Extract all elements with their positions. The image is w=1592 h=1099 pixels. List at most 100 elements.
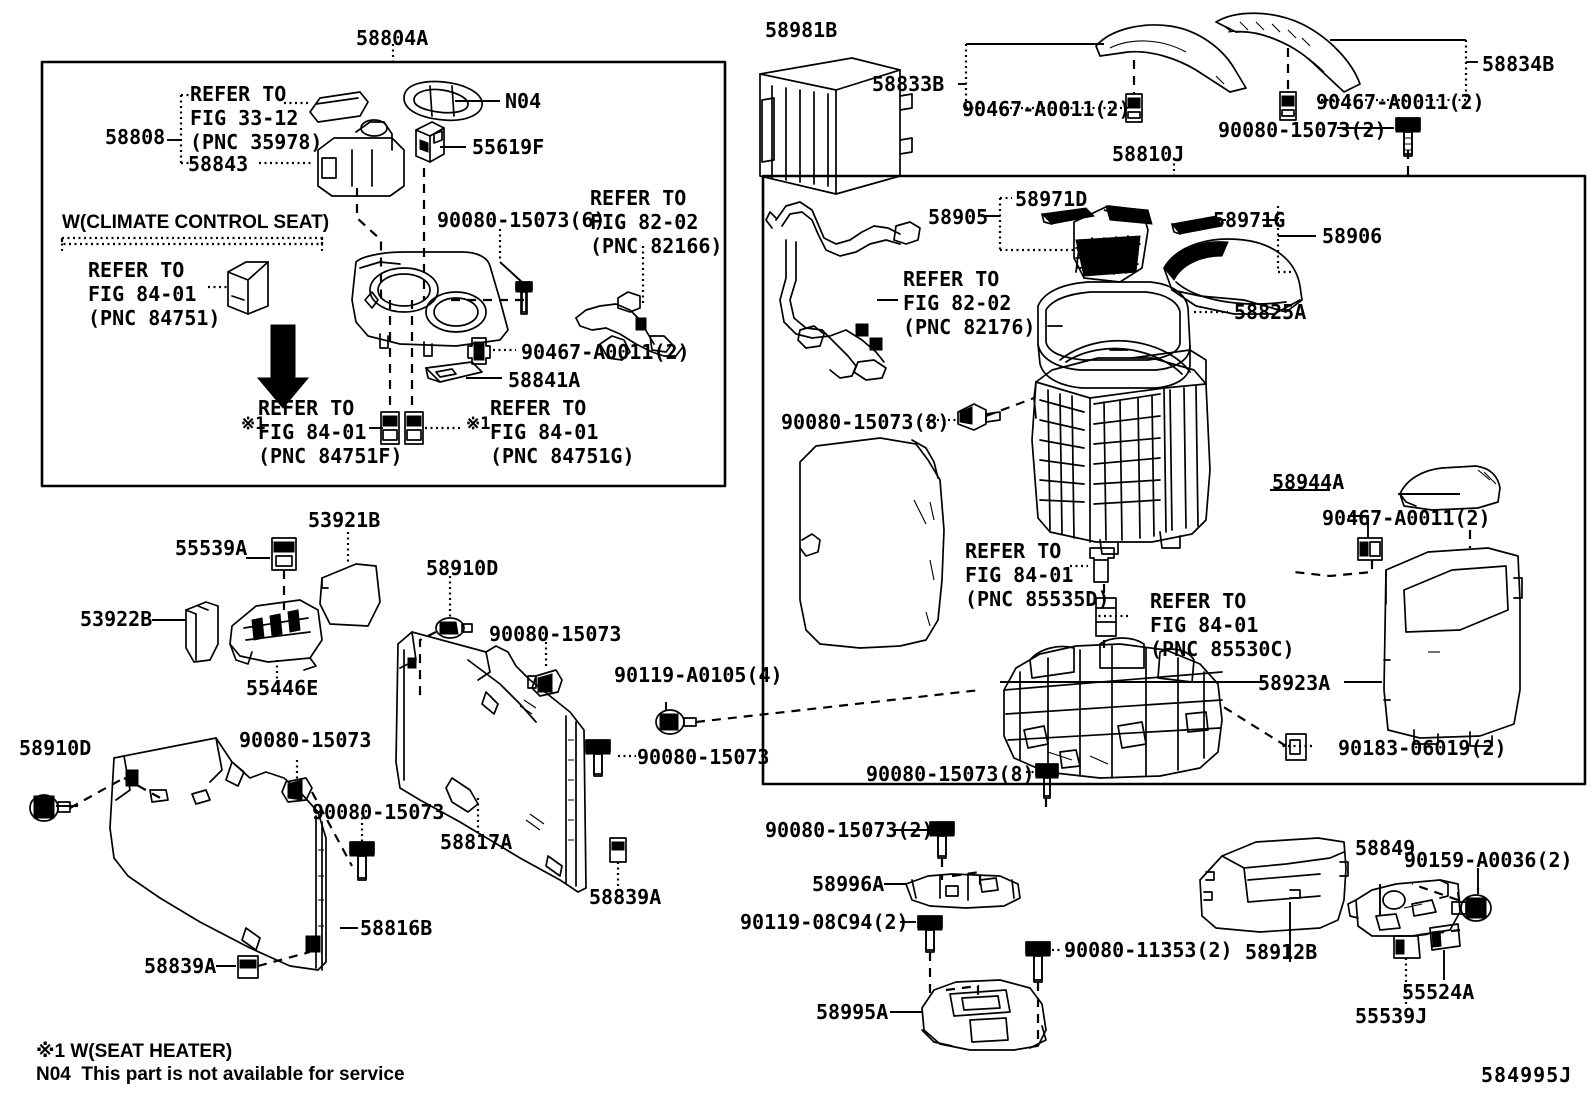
part-shape-58839a-clip-right — [609, 837, 627, 863]
leader-lines-brackets — [884, 829, 1062, 1046]
part-shape-58995a-bracket — [921, 979, 1047, 1051]
label-bolt-90080-15073-left-d: 90080-15073 — [312, 800, 445, 824]
part-shape-90159-a0036-bolt — [1451, 894, 1492, 922]
part-shape-55446e-bracket — [229, 599, 323, 671]
mark-seat-heater-1b: ※1 — [466, 414, 491, 434]
part-shape-bolt-90119-a0105 — [655, 709, 697, 735]
part-shape-clip-90467-a0011-upper — [467, 337, 491, 365]
label-58825a: 58825A — [1234, 300, 1307, 324]
label-58816b: 58816B — [360, 916, 433, 940]
part-shape-58910d-grommet-left — [29, 794, 71, 822]
label-58971d: 58971D — [1015, 187, 1088, 211]
part-shape-55539j-clip — [1393, 935, 1421, 959]
part-shape-53921b-trim — [319, 563, 381, 627]
label-bolt-90080-15073-2-bracket: 90080-15073(2) — [765, 818, 934, 842]
label-55539j: 55539J — [1355, 1004, 1428, 1028]
label-n04: N04 — [505, 89, 542, 113]
part-shape-bolt-90080-8-lower — [1035, 763, 1059, 799]
part-shape-58996a-bracket — [905, 873, 1021, 909]
label-58944a: 58944A — [1272, 470, 1345, 494]
part-shape-58833b-trim — [1095, 24, 1247, 93]
part-shape-bolt-90080-left-c — [281, 777, 313, 803]
part-shape-clip-90467-58923 — [1357, 537, 1383, 561]
part-shape-84751-module — [227, 261, 269, 315]
label-refer-fig-84-01-84751f: REFER TO FIG 84-01 (PNC 84751F) — [258, 396, 403, 468]
part-shape-bolt-90080-left-d — [349, 841, 375, 881]
label-bolt-90119-08c94: 90119-08C94(2) — [740, 910, 909, 934]
part-shape-58834b-trim — [1215, 12, 1361, 93]
label-58834b: 58834B — [1482, 52, 1555, 76]
part-shape-bolt-90080-15073-6 — [515, 281, 533, 315]
part-shape-55524a-clip — [1429, 923, 1461, 951]
label-55446e: 55446E — [246, 676, 319, 700]
label-58839a-right: 58839A — [589, 885, 662, 909]
label-refer-fig-84-01-85530c: REFER TO FIG 84-01 (PNC 85530C) — [1150, 589, 1295, 661]
label-refer-fig-84-01-84751: REFER TO FIG 84-01 (PNC 84751) — [88, 258, 221, 330]
part-shape-58944a — [1399, 465, 1501, 511]
label-58910d-mid: 58910D — [426, 556, 499, 580]
part-shape-58910d-grommet-mid — [435, 617, 473, 639]
part-shape-53922b-trim — [185, 601, 219, 663]
label-58833b: 58833B — [872, 72, 945, 96]
label-refer-fig-84-01-85535d: REFER TO FIG 84-01 (PNC 85535D) — [965, 539, 1110, 611]
label-53922b: 53922B — [80, 607, 153, 631]
label-bolt-90080-15073-mid-b: 90080-15073 — [637, 745, 770, 769]
part-shape-58825a-tray — [1037, 281, 1191, 389]
part-shape-58849-bracket — [1347, 879, 1461, 937]
label-58804a: 58804A — [356, 26, 429, 50]
label-clip-90467-a0011-right: 90467-A0011(2) — [1316, 90, 1485, 114]
label-58996a: 58996A — [812, 872, 885, 896]
part-shape-bolt-90080-topright — [1395, 117, 1421, 157]
part-shape-bolt-90080-8-upper — [957, 403, 1001, 431]
label-bolt-90080-15073-mid-a: 90080-15073 — [489, 622, 622, 646]
part-shape-bolt-08c94-2 — [917, 915, 943, 953]
part-shape-55619f-switch — [415, 121, 445, 163]
label-bolt-90080-15073-2-top: 90080-15073(2) — [1218, 118, 1387, 142]
part-shape-bolt-90080-mid-b — [585, 739, 611, 777]
label-clip-90467-a0011-upper: 90467-A0011(2) — [521, 340, 690, 364]
part-shape-left-side-panel — [799, 437, 945, 649]
part-shape-58905-grille — [1073, 205, 1153, 283]
label-clip-90183-06019: 90183-06019(2) — [1338, 736, 1507, 760]
label-55619f: 55619F — [472, 135, 545, 159]
part-shape-58912b-console-rear — [1199, 837, 1349, 933]
part-shape-58841a-plate — [425, 361, 483, 383]
part-shape-82176-harness — [765, 201, 921, 381]
label-58971g: 58971G — [1213, 208, 1286, 232]
label-bolt-90080-15073-6: 90080-15073(6) — [437, 208, 606, 232]
label-clip-90467-a0011-58923: 90467-A0011(2) — [1322, 506, 1491, 530]
part-shape-58810j-console-body — [1031, 339, 1211, 555]
label-58906: 58906 — [1322, 224, 1383, 248]
label-58839a-bottom: 58839A — [144, 954, 217, 978]
label-bolt-90080-15073-8-lower: 90080-15073(8) — [866, 762, 1035, 786]
label-55539a: 55539A — [175, 536, 248, 560]
label-refer-fig-84-01-84751g: REFER TO FIG 84-01 (PNC 84751G) — [490, 396, 635, 468]
label-refer-fig-33-12: REFER TO FIG 33-12 (PNC 35978) — [190, 82, 323, 154]
label-58912b: 58912B — [1245, 940, 1318, 964]
label-clip-90467-a0011-left: 90467-A0011(2) — [962, 97, 1131, 121]
label-90119-a0105: 90119-A0105(4) — [614, 663, 783, 687]
part-shape-58839a-clip-bottom — [237, 955, 259, 979]
label-bolt-90080-11353: 90080-11353(2) — [1064, 938, 1233, 962]
part-shape-n04-gasket — [403, 80, 483, 122]
label-90159-a0036: 90159-A0036(2) — [1404, 848, 1573, 872]
label-58808: 58808 — [105, 125, 166, 149]
part-shape-58923a-cover — [1383, 547, 1523, 747]
figure-code: 584995J — [1481, 1063, 1573, 1087]
label-58923a: 58923A — [1258, 671, 1331, 695]
label-bolt-90080-15073-8-upper: 90080-15073(8) — [781, 410, 950, 434]
part-shape-bolt-15073-2 — [929, 821, 955, 859]
label-climate-control-seat: W(CLIMATE CONTROL SEAT) — [62, 212, 330, 233]
part-shape-58816b-panel — [109, 737, 327, 971]
label-58995a: 58995A — [816, 1000, 889, 1024]
part-shape-55539a-clip — [271, 537, 297, 571]
part-shape-clip-90183 — [1285, 733, 1307, 761]
label-58905: 58905 — [928, 205, 989, 229]
label-bolt-90080-15073-left-c: 90080-15073 — [239, 728, 372, 752]
label-58810j: 58810J — [1112, 142, 1185, 166]
footnote-n04: N04 This part is not available for servi… — [36, 1064, 405, 1085]
part-shape-58804a-console-panel — [351, 251, 509, 357]
label-58843: 58843 — [188, 152, 249, 176]
part-shape-bolt-11353-2 — [1025, 941, 1051, 983]
